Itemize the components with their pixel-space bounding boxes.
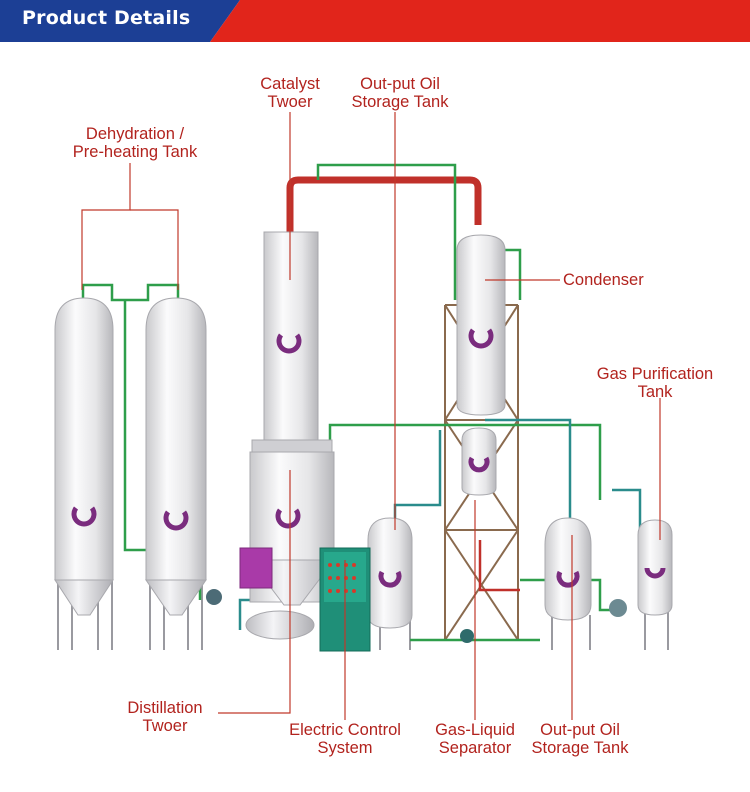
label-gas-purification-tank: Gas Purification Tank — [596, 365, 714, 401]
oil-storage-tank-right — [544, 517, 592, 621]
label-condenser: Condenser — [563, 271, 644, 289]
oil-storage-tank-left — [367, 517, 413, 629]
label-gas-liquid-separator: Gas-Liquid Separator — [435, 721, 515, 757]
feed-box — [239, 547, 273, 589]
dehydration-tank-left — [54, 297, 114, 616]
condenser-vessel — [456, 234, 506, 416]
page-title: Product Details — [22, 7, 191, 29]
header-banner — [0, 0, 750, 42]
label-dehydration-tank: Dehydration / Pre-heating Tank — [72, 125, 198, 161]
header-bar: Product Details — [0, 0, 750, 42]
logo-marks — [71, 328, 666, 588]
catalyst-tower — [251, 231, 333, 455]
label-output-oil-bottom: Out-put Oil Storage Tank — [531, 721, 629, 757]
label-electric-control: Electric Control System — [289, 721, 401, 757]
gas-purification-vessel — [637, 519, 673, 616]
dehydration-tank-right — [145, 297, 207, 616]
label-output-oil-top: Out-put Oil Storage Tank — [351, 75, 449, 111]
label-distillation-tower: Distillation Twoer — [127, 699, 203, 735]
buffer-vessel — [461, 427, 497, 496]
label-catalyst-tower: Catalyst Twoer — [260, 75, 320, 111]
leader-lines — [81, 112, 661, 720]
pump-units — [206, 589, 627, 643]
